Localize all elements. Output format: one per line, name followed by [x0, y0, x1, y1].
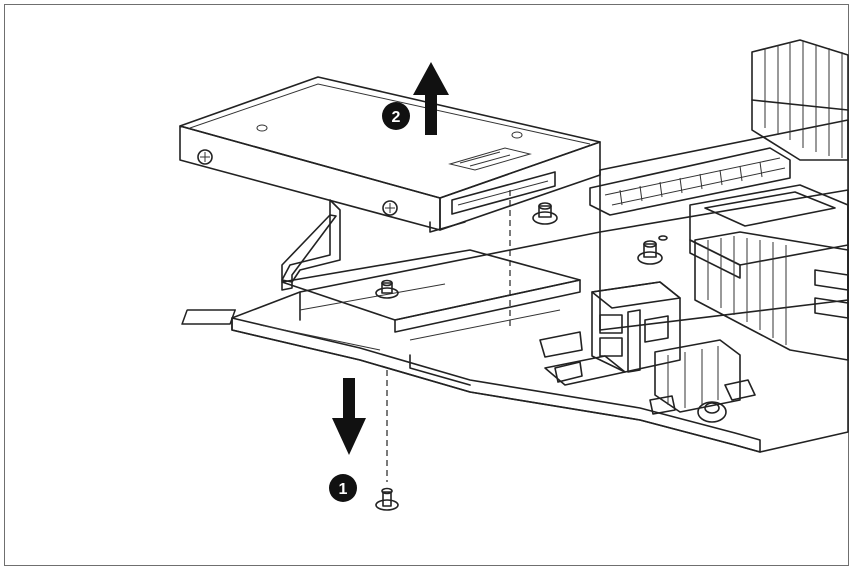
step-1-number: 1	[339, 481, 348, 498]
step-2-number: 2	[392, 109, 401, 126]
screw	[375, 487, 399, 511]
alignment-guides	[386, 190, 511, 482]
up-arrow-icon	[413, 62, 449, 135]
board-connector	[589, 147, 791, 216]
down-arrow-icon	[332, 378, 366, 455]
board-standoffs	[375, 202, 668, 299]
hard-drive	[179, 76, 601, 283]
memory-modules-top	[751, 39, 849, 161]
network-port	[591, 281, 681, 373]
memory-modules-bottom	[694, 231, 849, 361]
system-board	[181, 119, 849, 453]
board-components	[544, 339, 756, 423]
step-1-callout: 1	[329, 474, 357, 502]
processor-socket	[689, 184, 849, 279]
step-2-callout: 2	[382, 102, 410, 130]
